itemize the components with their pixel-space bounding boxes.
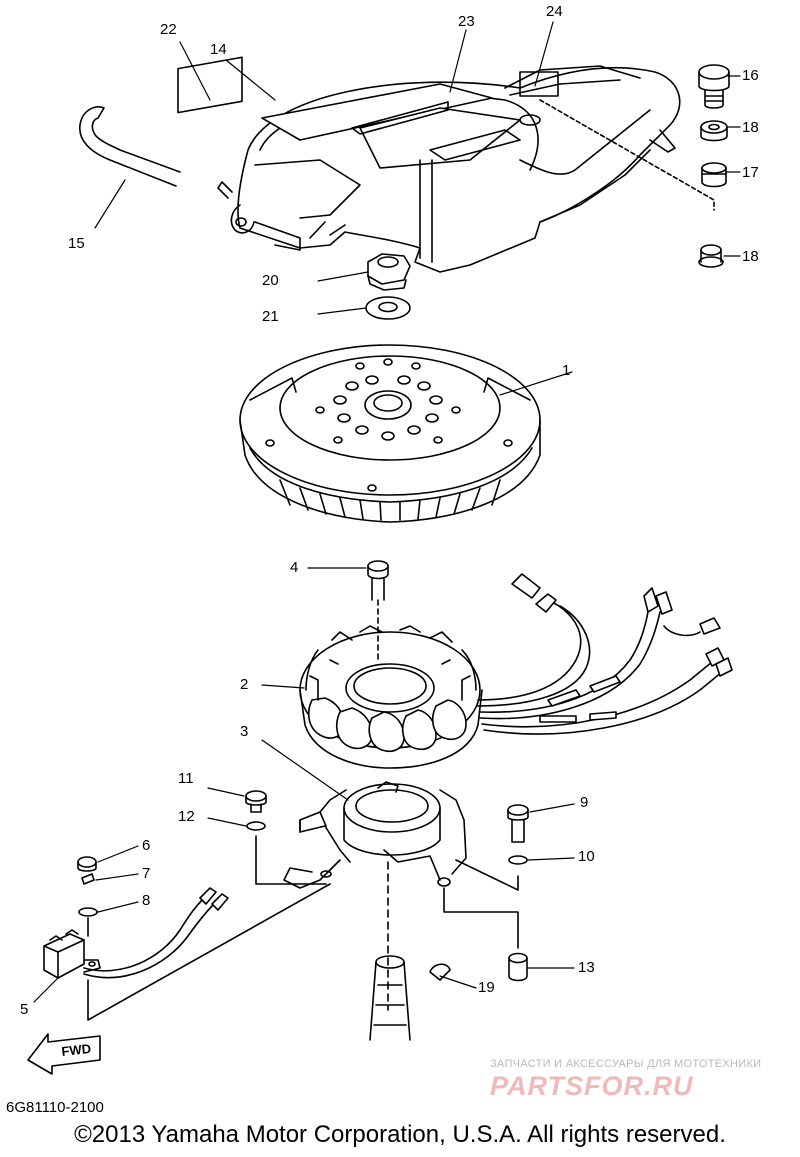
base-washer [246,821,266,831]
woodruff-key [429,963,451,981]
grommet-lower [698,244,724,268]
callout-11: 11 [178,770,194,787]
callout-16: 16 [742,67,759,84]
fwd-arrow-icon [27,1033,101,1075]
grommet-upper [700,120,728,142]
stator-wires [477,573,733,735]
callout-21: 21 [262,308,279,325]
callout-10: 10 [578,848,595,865]
base-screw [245,790,267,813]
fwd-label: FWD [61,1041,92,1059]
callout-12: 12 [178,808,195,825]
flywheel-cover [217,65,681,273]
callout-17: 17 [742,164,759,181]
watermark-tagline: ЗАПЧАСТИ И АКСЕССУАРЫ ДЛЯ МОТОТЕХНИКИ [490,1058,762,1070]
callout-1: 1 [562,362,571,379]
coil-washer [78,907,98,917]
screw-11-line [255,835,327,885]
diagram-code: 6G81110-2100 [6,1099,104,1116]
screw-9-line [455,859,519,891]
callout-3: 3 [240,723,249,740]
assembly-line [539,99,715,211]
callout-18-lower: 18 [742,248,759,265]
flywheel-nut [367,253,411,291]
callout-13: 13 [578,959,595,976]
stator-coil [299,625,483,769]
pulser-screw [507,804,529,843]
callout-4: 4 [290,559,299,576]
watermark-logo: PARTSFOR.RU [490,1071,694,1101]
knob-screw [698,64,730,109]
flywheel-rotor [239,344,541,523]
copyright-notice: ©2013 Yamaha Motor Corporation, U.S.A. A… [74,1121,726,1148]
collar-sleeve [508,952,528,982]
callout-9: 9 [580,794,589,811]
callout-14: 14 [210,41,227,58]
label-decal-22 [177,56,243,114]
flywheel-washer [365,296,411,320]
callout-7: 7 [142,865,151,882]
callout-23: 23 [458,13,475,30]
coil-screw [77,856,97,872]
stator-base [283,781,467,889]
callout-5: 5 [20,1001,29,1018]
callout-2: 2 [240,676,249,693]
callout-22: 22 [160,21,177,38]
hose [79,106,181,187]
callout-24: 24 [546,3,563,20]
callout-18-upper: 18 [742,119,759,136]
cover-grommet-hole [519,114,541,126]
callout-19: 19 [478,979,495,996]
pulser-washer [508,855,528,865]
callout-20: 20 [262,272,279,289]
pulser-coil [43,883,331,1021]
stator-bolt [367,560,389,661]
leader-lines [33,21,741,1003]
flywheel-bolt-holes [265,358,513,492]
callout-6: 6 [142,837,151,854]
callout-15: 15 [68,235,85,252]
collar [701,162,727,188]
sleeve-13-line [443,887,519,949]
lock-washer [81,873,95,885]
crankshaft [369,861,411,1041]
callout-8: 8 [142,892,151,909]
